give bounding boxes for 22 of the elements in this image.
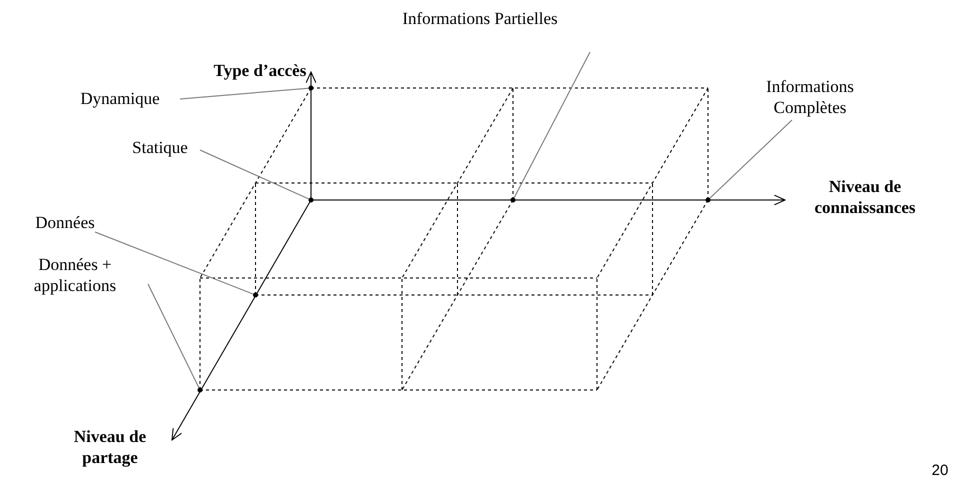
- leader-line: [180, 88, 309, 100]
- axis-title: Type d’accès: [212, 60, 308, 81]
- tick-dot: [198, 388, 202, 392]
- tick-dot: [308, 86, 314, 90]
- axis-value-label: Données + applications: [0, 254, 150, 296]
- axis-value-label: Informations Complètes: [740, 76, 880, 118]
- tick-dot: [253, 292, 258, 298]
- tick-dot: [308, 198, 314, 202]
- axis-value-label: Données: [20, 212, 110, 233]
- tick-dot: [706, 198, 710, 202]
- leader-line: [709, 120, 792, 199]
- axis-title: Niveau de connaissances: [813, 176, 917, 218]
- leader-line: [200, 150, 310, 200]
- axis-value-label: Dynamique: [60, 88, 180, 109]
- page-number: 20: [930, 461, 950, 480]
- axis-title: Niveau de partage: [72, 426, 148, 468]
- axis-value-label: Statique: [110, 137, 210, 158]
- tick-dot: [510, 198, 516, 202]
- leader-line: [148, 284, 200, 388]
- axis-value-label: Informations Partielles: [400, 8, 560, 29]
- leader-line: [94, 232, 254, 295]
- leader-line: [514, 52, 590, 198]
